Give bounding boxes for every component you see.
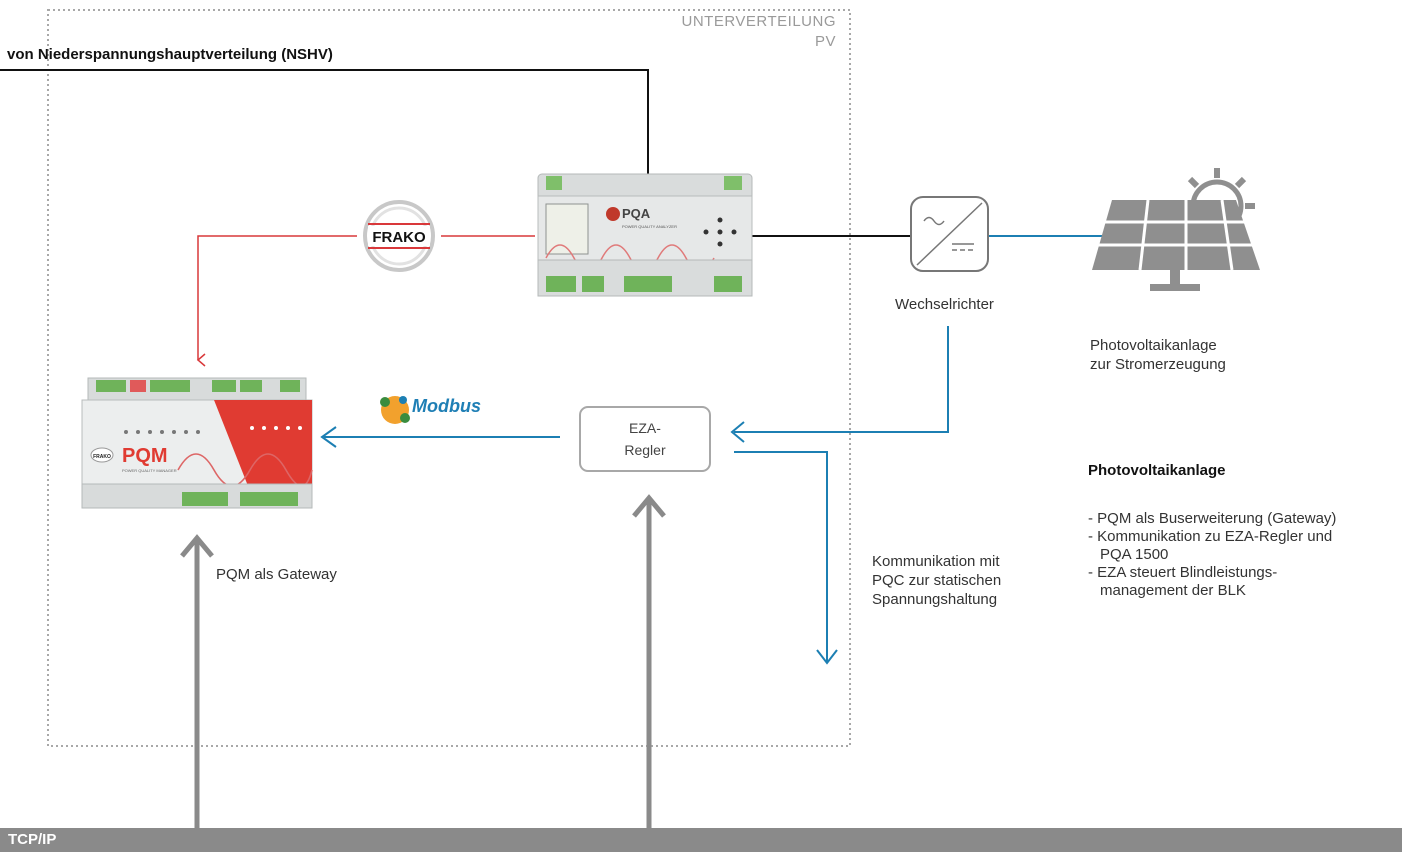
inverter-label: Wechselrichter	[895, 296, 994, 313]
pqm-subtitle: POWER QUALITY MANAGER	[122, 468, 177, 473]
features-list: - PQM als Buserweiterung (Gateway) - Kom…	[1088, 510, 1378, 600]
pv-caption: Photovoltaikanlage zur Stromerzeugung	[1090, 336, 1226, 374]
tcpip-arrow-pqm	[180, 534, 214, 558]
pqm-logo-text: FRAKO	[93, 454, 111, 460]
pv-caption-line1: Photovoltaikanlage	[1090, 337, 1217, 354]
comm-caption-line1: Kommunikation mit	[872, 553, 1000, 570]
pqa-brand: PQA	[622, 206, 651, 221]
comm-caption: Kommunikation mit PQC zur statischen Spa…	[872, 552, 1001, 609]
zone-label: UNTERVERTEILUNG PV	[600, 12, 836, 52]
zone-label-line1: UNTERVERTEILUNG	[681, 13, 836, 30]
comm-caption-line2: PQC zur statischen	[872, 572, 1002, 589]
feature-item: - EZA steuert Blindleistungs- management…	[1088, 564, 1278, 599]
eza-regler-box: EZA- Regler	[579, 406, 711, 472]
comm-arrow-head-pqc	[816, 649, 838, 665]
measurement-line-red-arrow	[196, 235, 357, 367]
feature-item: - PQM als Buserweiterung (Gateway)	[1088, 510, 1337, 527]
nshv-feed-label: von Niederspannungshauptverteilung (NSHV…	[7, 46, 333, 63]
comm-caption-line3: Spannungshaltung	[872, 591, 998, 608]
comm-arrow-head-pqm	[320, 426, 337, 448]
pqm-gateway-caption: PQM als Gateway	[216, 566, 337, 583]
features-title: Photovoltaikanlage	[1088, 462, 1226, 479]
tcpip-arrow-eza	[632, 494, 666, 518]
tcpip-bus: TCP/IP	[0, 828, 1402, 852]
tcpip-bus-label: TCP/IP	[8, 831, 57, 848]
inverter-icon	[910, 196, 989, 272]
comm-arrow-head-eza	[730, 421, 745, 443]
frako-logo-text: FRAKO	[372, 229, 426, 246]
comm-line-eza-pqc	[734, 451, 828, 662]
zone-label-line2: PV	[814, 33, 836, 50]
eza-line1: EZA-	[629, 420, 661, 436]
modbus-logo-mark	[380, 396, 410, 424]
pqa-device: PQA POWER QUALITY ANALYZER	[537, 173, 753, 297]
power-line-nshv	[0, 69, 649, 178]
pqa-subtitle: POWER QUALITY ANALYZER	[622, 224, 677, 229]
modbus-logo: Modbus	[412, 396, 481, 416]
pv-panel-icon	[1092, 168, 1260, 291]
comm-line-inverter-eza	[734, 326, 949, 433]
feature-item: - Kommunikation zu EZA-Regler und PQA 15…	[1088, 528, 1333, 563]
distribution-zone-border	[47, 9, 851, 747]
frako-sensor-logo: FRAKO	[363, 200, 435, 272]
eza-line2: Regler	[624, 442, 666, 458]
pv-caption-line2: zur Stromerzeugung	[1090, 356, 1226, 373]
pqm-device: PQM POWER QUALITY MANAGER FRAKO	[81, 377, 313, 509]
pqm-brand: PQM	[122, 445, 168, 467]
